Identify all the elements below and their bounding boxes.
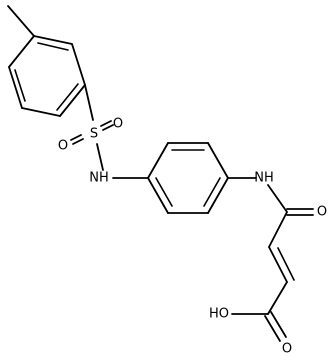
ring-bond: [8, 35, 35, 68]
bonds: [7, 5, 314, 342]
ring-bond: [147, 177, 169, 214]
ring-bond: [59, 84, 86, 117]
atom-labels: O O S NH NH O HO O: [58, 117, 327, 357]
ring-bond: [21, 107, 61, 117]
alkene-double-bond: [268, 246, 288, 283]
ring-bond: [207, 142, 229, 179]
sulfonyl-oxygen-label: O: [58, 139, 68, 154]
ring-bond: [207, 177, 229, 214]
ring-bond: [33, 35, 73, 45]
alkene-double-bond-inner: [277, 247, 295, 281]
sulfur-oxygen-double-bond: [102, 124, 114, 131]
sulfur-oxygen-double-bond: [100, 120, 112, 127]
acid-carbonyl-double-bond: [270, 311, 287, 338]
acid-hydroxyl-label: HO: [209, 307, 229, 322]
sulfonyl-oxygen-label: O: [113, 117, 123, 132]
amide-oxygen-label: O: [317, 205, 327, 220]
sulfur-oxygen-double-bond: [72, 138, 84, 145]
sulfur-label: S: [90, 127, 98, 142]
sulfur-nitrogen-bond: [96, 143, 104, 171]
acid-carbonyl-double-bond: [264, 315, 281, 342]
sulfur-oxygen-double-bond: [70, 134, 82, 141]
ring-bond: [71, 43, 86, 86]
amide-nh-label: NH: [254, 171, 274, 186]
ring-double-bond: [37, 42, 69, 51]
ring-to-sulfur-bond: [84, 84, 94, 121]
carbonyl-to-alkene-bond: [268, 211, 288, 248]
ring-bond: [147, 142, 169, 179]
sulfonamide-nh-label: NH: [89, 171, 109, 186]
ring-bond: [8, 66, 23, 109]
nh-to-carbonyl-bond: [267, 184, 288, 213]
methyl-bond: [7, 5, 35, 37]
ring-double-bond: [56, 83, 79, 111]
tolyl-ring: [8, 35, 86, 117]
phenylene-ring: [147, 142, 229, 214]
ring-double-bond: [14, 69, 26, 102]
ring-double-bond: [203, 177, 221, 207]
alkene-to-acid-bond: [267, 281, 288, 315]
ring-double-bond: [155, 177, 173, 207]
acid-carbonyl-oxygen-label: O: [282, 342, 292, 357]
